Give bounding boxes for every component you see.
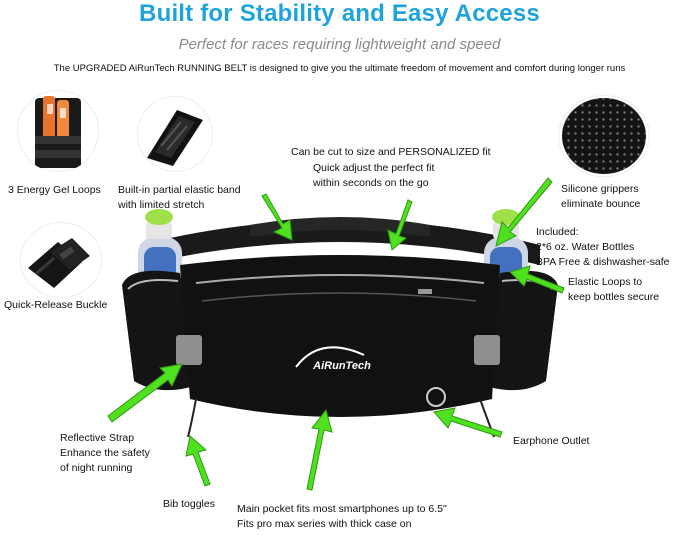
gel-pack-icon: [17, 90, 99, 172]
page-subtitle: Perfect for races requiring lightweight …: [178, 36, 501, 53]
brand-logo: AiRunTech: [313, 360, 371, 372]
arrow-silicone: [495, 177, 553, 247]
label-included: Included: 2*6 oz. Water Bottles BPA Free…: [536, 226, 670, 268]
label-reflective: Reflective Strap Enhance the safety of n…: [60, 432, 150, 474]
label-main-pocket: Main pocket fits most smartphones up to …: [237, 503, 447, 530]
arrow-quick-adjust-left: [261, 193, 293, 241]
label-bib-toggles: Bib toggles: [163, 498, 215, 510]
page-title: Built for Stability and Easy Access: [139, 0, 540, 27]
arrow-earphone: [433, 407, 503, 438]
elastic-band-icon: [137, 96, 213, 172]
label-quick-adjust: Quick adjust the perfect fit within seco…: [313, 162, 435, 189]
silicone-grip-icon: [558, 95, 650, 177]
label-gel-loops: 3 Energy Gel Loops: [8, 184, 101, 196]
label-cut-to-size: Can be cut to size and PERSONALIZED fit: [291, 146, 491, 158]
label-elastic-band: Built-in partial elastic band with limit…: [118, 184, 241, 211]
arrow-quick-adjust-right: [387, 199, 413, 251]
product-description: The UPGRADED AiRunTech RUNNING BELT is d…: [53, 63, 626, 74]
arrow-pocket: [306, 408, 333, 491]
arrow-reflective: [107, 363, 183, 423]
label-elastic-loops: Elastic Loops to keep bottles secure: [568, 276, 660, 303]
buckle-icon: [20, 222, 102, 298]
arrow-elastic-loops: [509, 265, 565, 294]
label-silicone: Silicone grippers eliminate bounce: [561, 183, 641, 210]
label-earphone: Earphone Outlet: [513, 435, 590, 447]
label-buckle: Quick-Release Buckle: [4, 299, 108, 311]
arrow-bib: [185, 435, 211, 487]
running-belt-illustration: AiRunTech: [100, 185, 580, 445]
